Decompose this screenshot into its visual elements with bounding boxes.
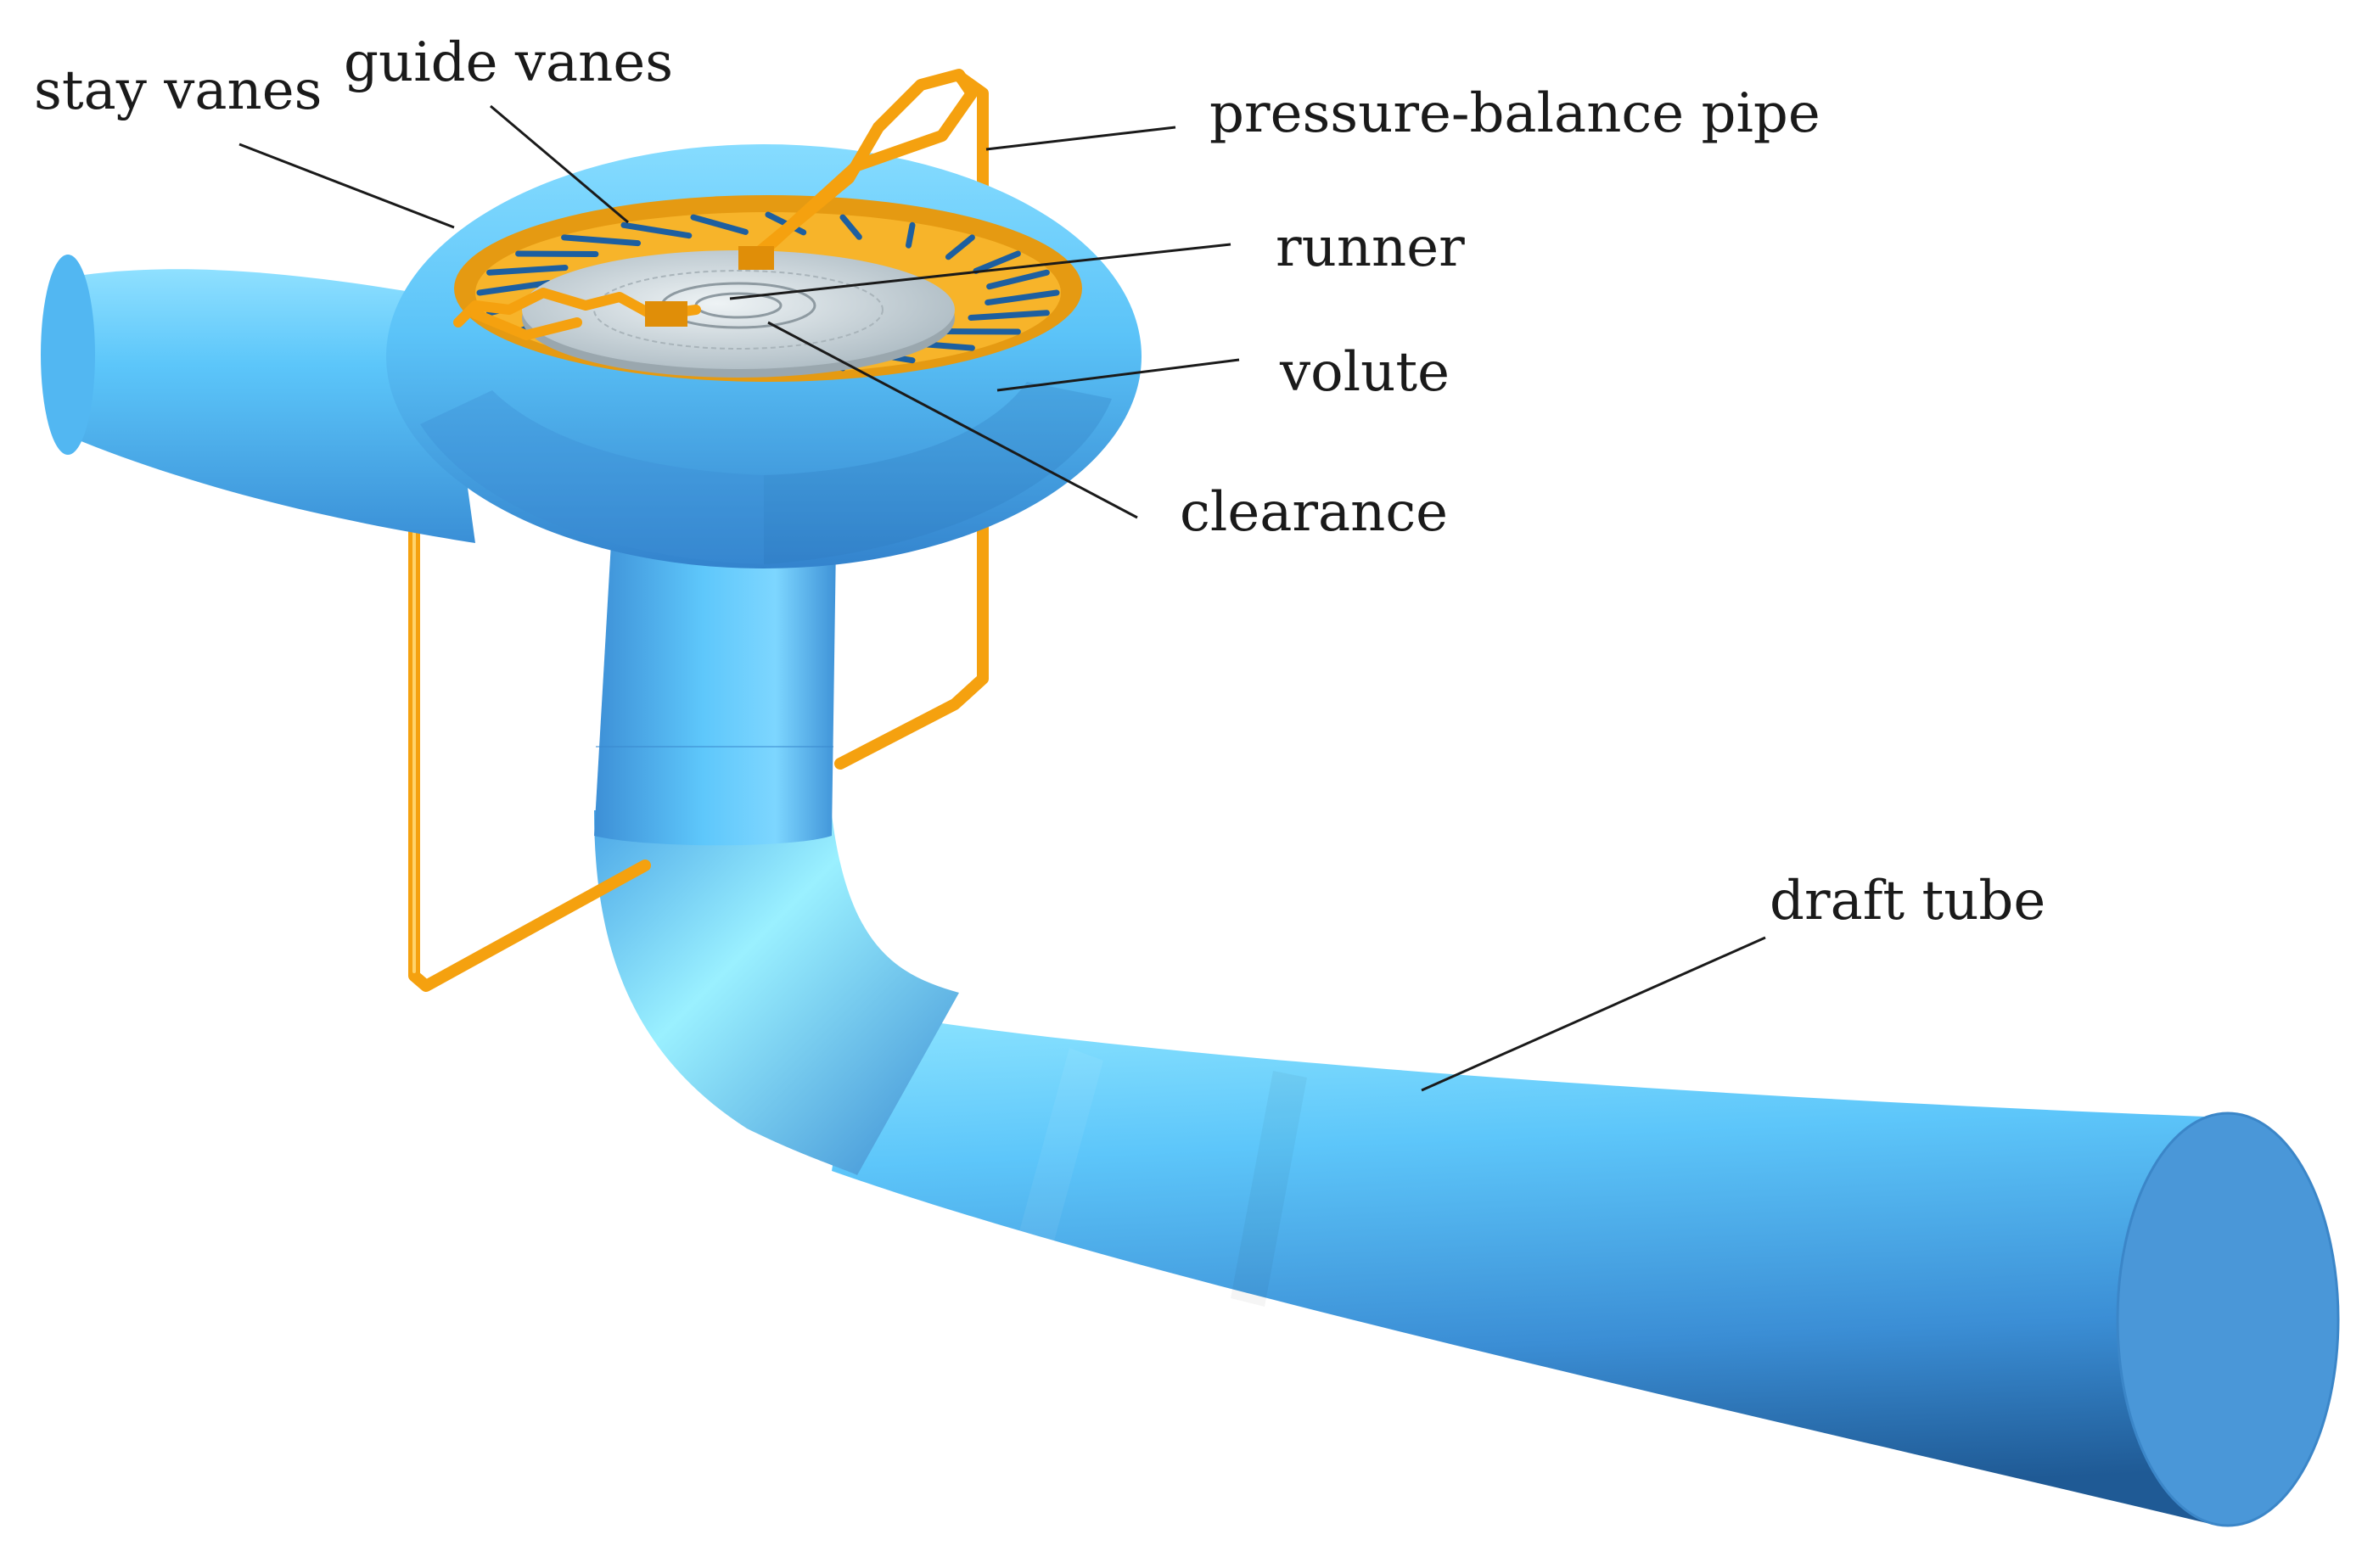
leader-stay-vanes <box>238 143 455 229</box>
leader-lines <box>238 104 1766 1092</box>
runner <box>522 250 955 378</box>
vane-slot <box>561 234 642 247</box>
callout-labels: stay vanes guide vanes pressure-balance … <box>34 31 2045 932</box>
leader-volute <box>996 358 1240 392</box>
vane-slot <box>985 289 1060 305</box>
leader-clearance <box>767 321 1138 519</box>
vane-slot <box>968 310 1050 321</box>
label-draft-tube: draft tube <box>1770 870 2045 932</box>
vane-slot <box>937 328 1021 335</box>
draft-tube-elbow <box>594 810 959 1175</box>
draft-tube <box>832 1010 2340 1527</box>
leader-draft-tube <box>1421 936 1766 1092</box>
vane-slot <box>486 265 569 276</box>
spiral-case-inlet <box>41 255 475 543</box>
label-guide-vanes: guide vanes <box>344 31 673 94</box>
vane-slot <box>906 221 916 249</box>
leader-pressure-balance-pipe <box>985 126 1176 151</box>
leader-runner <box>729 243 1231 300</box>
label-runner: runner <box>1276 216 1465 279</box>
vane-slot <box>620 221 693 239</box>
draft-tube-cone <box>594 543 836 846</box>
vane-slot <box>973 250 1021 274</box>
vane-slot <box>945 234 975 260</box>
leader-guide-vanes <box>490 104 629 224</box>
label-clearance: clearance <box>1180 481 1448 544</box>
label-stay-vanes: stay vanes <box>34 59 322 122</box>
label-volute: volute <box>1279 341 1450 404</box>
vane-slot <box>986 269 1050 290</box>
draft-tube-outlet <box>2118 1113 2338 1526</box>
vane-slot <box>690 214 749 235</box>
clearance-gap <box>593 270 884 350</box>
vane-slot <box>839 214 862 240</box>
pressure-balance-pipe-top <box>453 69 978 340</box>
label-pressure-balance-pipe: pressure-balance pipe <box>1209 82 1820 145</box>
vane-slot <box>476 280 552 296</box>
vane-slot <box>515 250 599 257</box>
